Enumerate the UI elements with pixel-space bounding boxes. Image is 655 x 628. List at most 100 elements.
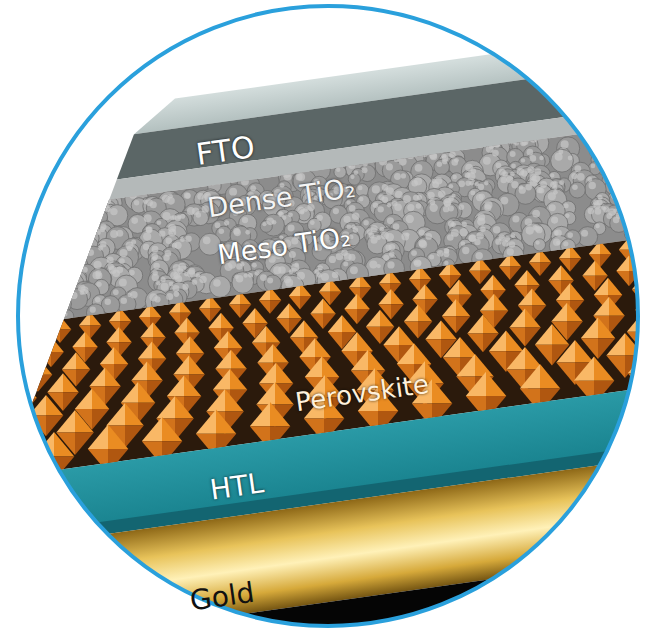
particle-highlight: [161, 277, 166, 282]
particle-highlight: [649, 188, 655, 195]
octahedron-face: [216, 434, 236, 458]
particle-highlight: [601, 146, 609, 154]
octahedron-face: [56, 410, 75, 433]
particle-highlight: [486, 145, 494, 153]
particle-highlight: [4, 290, 12, 298]
octahedron-face: [551, 303, 567, 322]
octahedron: [589, 241, 612, 268]
octahedron-face: [162, 417, 182, 441]
particle: [67, 209, 82, 224]
particle: [232, 272, 254, 294]
octahedron-face: [108, 425, 128, 449]
particle-highlight: [437, 250, 444, 257]
particle-highlight: [175, 215, 181, 221]
octahedron-face: [147, 362, 163, 381]
octahedron-face: [4, 357, 17, 372]
particle: [629, 208, 642, 221]
octahedron-face: [366, 327, 380, 344]
octahedron-face: [469, 271, 480, 285]
octahedron: [106, 403, 144, 448]
octahedron-face: [559, 245, 570, 259]
particle: [653, 201, 655, 222]
particle: [25, 292, 42, 309]
octahedron-face: [5, 398, 21, 417]
particle-highlight: [415, 164, 423, 172]
particle-highlight: [358, 186, 363, 191]
particle: [646, 194, 655, 218]
octahedron-face: [342, 315, 356, 332]
particle-highlight: [336, 253, 344, 261]
particle-highlight: [192, 280, 197, 285]
layer-label: FTO: [194, 130, 257, 171]
particle-highlight: [480, 226, 486, 232]
particle-highlight: [654, 193, 655, 199]
octahedron-face: [600, 254, 611, 268]
particle-highlight: [163, 255, 169, 261]
particle: [638, 160, 655, 179]
octahedron-face: [499, 267, 510, 281]
particle-highlight: [443, 251, 449, 257]
octahedron-face: [259, 287, 270, 301]
octahedron-face: [290, 337, 304, 354]
octahedron-face: [190, 336, 204, 353]
particle-highlight: [51, 212, 56, 217]
particle-highlight: [476, 194, 483, 201]
octahedron-face: [540, 364, 560, 388]
octahedron-face: [574, 357, 594, 381]
octahedron-face: [469, 257, 480, 271]
particle: [48, 210, 63, 225]
octahedron-face: [206, 389, 225, 412]
particle: [44, 253, 68, 277]
octahedron-face: [156, 396, 175, 419]
octahedron-face: [552, 324, 569, 345]
particle-highlight: [484, 204, 491, 211]
particle: [69, 228, 92, 251]
octahedron-face: [506, 347, 525, 370]
octahedron-face: [486, 396, 506, 420]
octahedron: [344, 294, 370, 325]
particle-highlight: [643, 144, 650, 151]
particle-highlight: [622, 129, 629, 136]
octahedron-face: [0, 363, 14, 380]
particle-highlight: [553, 186, 557, 190]
particle-highlight: [521, 170, 527, 176]
particle-highlight: [593, 202, 600, 209]
octahedron-face: [466, 396, 486, 420]
octahedron-face: [646, 290, 655, 307]
particle-highlight: [535, 241, 539, 245]
octahedron: [196, 410, 237, 459]
octahedron-face: [100, 347, 114, 364]
octahedron-face: [208, 313, 221, 328]
octahedron-face: [594, 381, 614, 405]
particle-highlight: [442, 159, 447, 164]
octahedron-face: [494, 311, 508, 328]
octahedron-face: [125, 426, 144, 449]
particle-highlight: [64, 286, 70, 292]
particle-highlight: [29, 283, 36, 290]
frame-circle: [18, 6, 638, 626]
particle-highlight: [54, 234, 61, 241]
octahedron-face: [300, 283, 311, 297]
octahedron: [79, 312, 102, 339]
particle-highlight: [443, 206, 449, 212]
particle: [651, 197, 655, 218]
particle-highlight: [95, 297, 100, 302]
particle-highlight: [401, 233, 409, 241]
particle-highlight: [394, 156, 400, 162]
particle-highlight: [64, 240, 70, 246]
octahedron-face: [390, 270, 401, 284]
octahedron-face: [0, 440, 20, 464]
particle-highlight: [66, 268, 70, 272]
particle: [0, 301, 9, 324]
particle: [642, 128, 655, 148]
particle: [635, 172, 651, 188]
octahedron-face: [486, 372, 506, 396]
particle-highlight: [643, 225, 650, 232]
octahedron-face: [49, 330, 60, 344]
particle-highlight: [502, 240, 509, 247]
particle-highlight: [224, 220, 229, 225]
octahedron-face: [175, 396, 194, 419]
particle-highlight: [31, 292, 37, 298]
particle-highlight: [651, 221, 655, 229]
particle: [0, 302, 7, 319]
